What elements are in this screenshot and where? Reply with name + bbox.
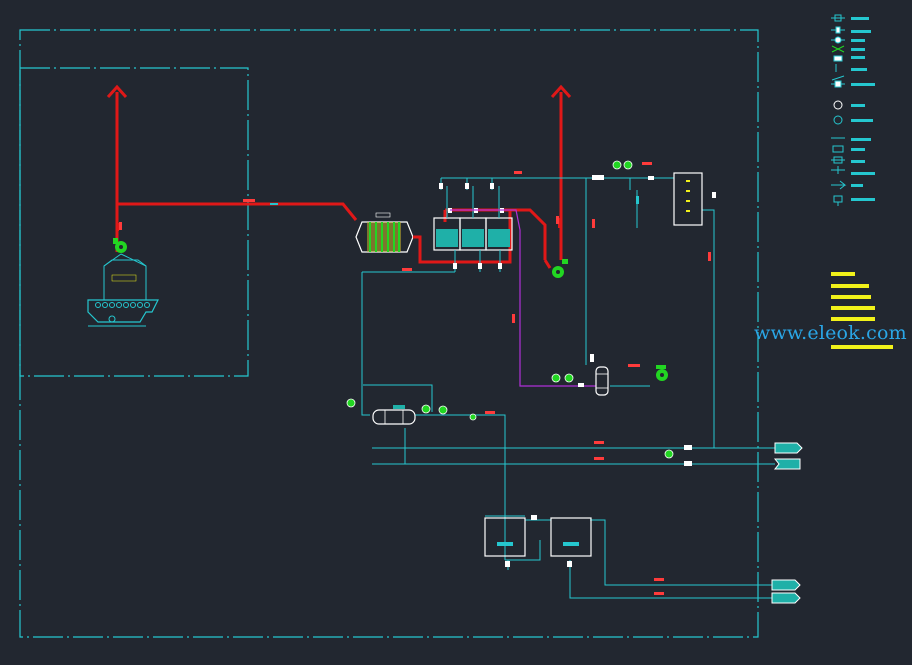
heat-exchanger-1 [372,405,416,425]
filter-unit [355,212,414,253]
purple-line [450,209,596,387]
notes-block [831,272,893,349]
absorber-towers [433,178,513,272]
outlet-arrows [771,442,803,604]
exhaust-arrow-left [106,84,128,99]
inner-frame [19,67,249,377]
tanks [484,517,592,557]
storage-tank [673,172,703,226]
watermark: www.eleok.com [754,322,907,344]
heat-exchanger-2 [595,365,668,396]
fan-right-unit [543,84,572,278]
tank-on-vessel [103,259,147,301]
outer-frame [19,29,759,638]
vessel-hull-icon [87,299,159,323]
instruments [346,160,674,459]
process-lines [361,177,775,599]
vessel-unit [87,84,358,327]
valves [505,175,716,567]
legend [831,14,847,206]
legend-labels [851,17,875,201]
line-labels [119,162,711,595]
exhaust-duct-main [117,202,358,221]
